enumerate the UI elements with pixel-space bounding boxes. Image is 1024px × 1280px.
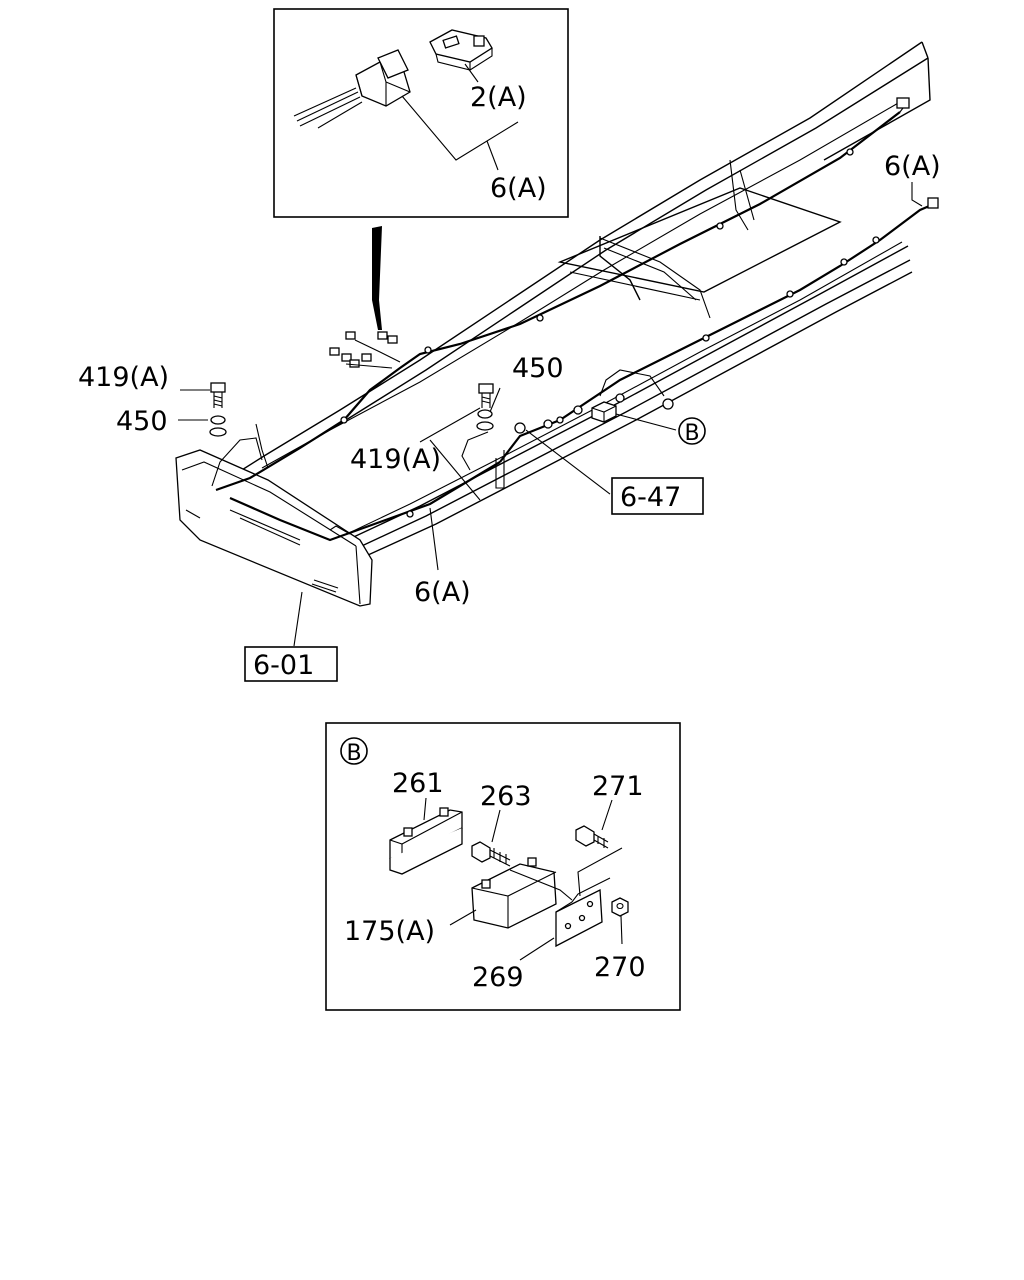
- bolt-419a-left: [210, 382, 226, 408]
- label-6-47: 6-47: [620, 482, 681, 513]
- label-2a: 2(A): [470, 82, 527, 113]
- leader-6a-front: [429, 507, 439, 571]
- leader-175a: [449, 909, 477, 926]
- connector-detail-panel: 2(A) 6(A): [273, 8, 569, 218]
- nut-270: [611, 897, 629, 917]
- ref-b-letter: B: [684, 421, 699, 446]
- label-263: 263: [480, 781, 532, 812]
- leader-269: [519, 937, 555, 961]
- label-175a: 175(A): [344, 916, 435, 947]
- front-bumper: [175, 449, 373, 607]
- main-wiring-harness: [211, 97, 939, 542]
- leader-6a-bracket: [401, 95, 519, 161]
- bolt-419a-right: [478, 383, 494, 408]
- leader-270: [620, 915, 623, 945]
- rear-harness-end-connector: [896, 97, 910, 109]
- lamp-lens-261: [389, 807, 463, 875]
- leader-6a-rear: [911, 182, 923, 207]
- leader-419a-right: [419, 407, 481, 443]
- screw-263: [471, 841, 511, 867]
- leader-6a-top: [486, 140, 499, 171]
- detail-box-top-frame: [273, 8, 569, 218]
- lamp-body-175a: [471, 857, 573, 929]
- detail-box-b-frame: [325, 722, 681, 1011]
- label-270: 270: [594, 952, 646, 983]
- detail-b-panel: B: [325, 722, 681, 1011]
- label-419a-left: 419(A): [78, 362, 169, 393]
- label-6a-top: 6(A): [490, 173, 547, 204]
- harness-plug-connector: [355, 49, 411, 107]
- label-6a-rear: 6(A): [884, 151, 941, 182]
- detail-b-letter: B: [346, 741, 361, 766]
- socket-connector: [429, 29, 493, 71]
- harness-wires: [293, 87, 363, 129]
- ref-b-callout: B: [678, 417, 706, 446]
- label-450-right: 450: [512, 353, 564, 384]
- leader-b: [615, 413, 677, 431]
- leader-271: [601, 799, 613, 831]
- leader-2a: [464, 63, 479, 83]
- label-419a-right: 419(A): [350, 444, 441, 475]
- bracket-269: [555, 847, 623, 948]
- label-6-01: 6-01: [253, 650, 314, 681]
- label-261: 261: [392, 768, 444, 799]
- leader-263: [491, 809, 501, 843]
- label-450-left: 450: [116, 406, 168, 437]
- detail-callout-arrow: [372, 226, 382, 330]
- label-6a-front: 6(A): [414, 577, 471, 608]
- rear-end-plug: [927, 197, 939, 209]
- ref-6-47-box: 6-47: [611, 477, 704, 515]
- leader-6-47: [525, 429, 611, 495]
- ref-6-01-box: 6-01: [244, 646, 338, 682]
- leader-6-01: [293, 591, 303, 647]
- leader-450-right: [489, 387, 501, 413]
- label-271: 271: [592, 771, 644, 802]
- label-269: 269: [472, 962, 524, 993]
- washer-450-right: [476, 409, 494, 431]
- lamp-connector-b: [591, 401, 617, 423]
- leader-261: [423, 797, 427, 821]
- detail-b-marker: [340, 737, 368, 765]
- bolt-271: [575, 825, 609, 849]
- washer-450-left: [209, 415, 227, 437]
